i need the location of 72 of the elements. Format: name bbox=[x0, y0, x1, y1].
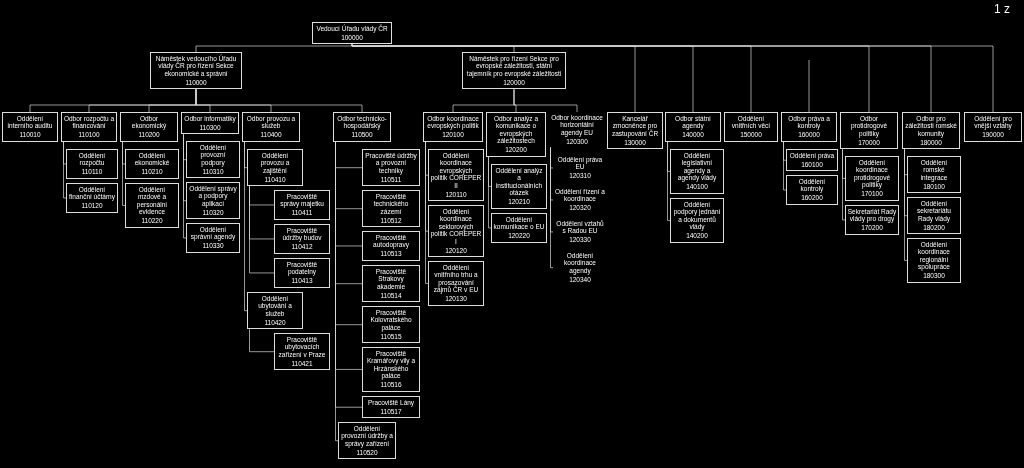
org-unit-box bbox=[120, 112, 178, 142]
connector-line bbox=[904, 149, 908, 261]
org-unit-box bbox=[907, 197, 961, 235]
org-unit-box bbox=[964, 112, 1022, 142]
connector-line bbox=[808, 59, 810, 113]
org-unit-box bbox=[428, 261, 484, 306]
org-unit-box bbox=[907, 156, 961, 194]
connector-line bbox=[513, 89, 578, 113]
org-unit-box bbox=[274, 333, 330, 371]
org-unit-box bbox=[907, 238, 961, 283]
org-unit-box bbox=[150, 52, 242, 90]
org-unit-box bbox=[186, 141, 240, 179]
org-unit-box bbox=[428, 205, 484, 258]
org-unit-box bbox=[2, 112, 58, 142]
connector-line bbox=[249, 329, 275, 353]
org-unit-box bbox=[491, 164, 547, 209]
connector-line bbox=[195, 89, 363, 113]
connector-line bbox=[667, 141, 671, 221]
org-unit-box bbox=[486, 112, 546, 157]
page-number: 1 z bbox=[994, 2, 1010, 16]
org-unit-box bbox=[66, 149, 118, 179]
connector-line bbox=[783, 141, 787, 191]
org-unit-box bbox=[362, 265, 420, 303]
org-unit-box bbox=[665, 112, 721, 142]
org-unit-box bbox=[312, 22, 392, 45]
org-unit-box bbox=[362, 396, 420, 419]
org-unit-box bbox=[362, 149, 420, 187]
org-unit-box bbox=[670, 198, 724, 243]
org-unit-box bbox=[242, 112, 300, 142]
org-unit-box bbox=[186, 223, 240, 253]
org-unit-box bbox=[491, 213, 547, 243]
org-unit-box bbox=[902, 112, 960, 150]
org-unit-box bbox=[781, 112, 837, 142]
org-unit-box bbox=[61, 112, 117, 142]
org-unit-box bbox=[786, 149, 838, 172]
org-unit-box bbox=[274, 258, 330, 288]
org-unit-box bbox=[274, 190, 330, 220]
org-unit-box bbox=[274, 224, 330, 254]
connector-line bbox=[550, 147, 554, 269]
org-unit-box bbox=[845, 205, 899, 235]
org-unit-box bbox=[247, 149, 303, 187]
connector-line bbox=[842, 149, 846, 221]
org-unit-box bbox=[840, 112, 898, 150]
connector-line bbox=[249, 186, 275, 274]
org-unit-box bbox=[362, 231, 420, 261]
org-unit-box bbox=[338, 422, 396, 460]
org-unit-box bbox=[186, 182, 240, 220]
org-unit-box bbox=[428, 149, 484, 202]
org-unit-box bbox=[333, 112, 391, 142]
org-unit-box bbox=[423, 112, 483, 142]
connector-line bbox=[335, 141, 339, 442]
connector-line bbox=[195, 44, 353, 53]
org-unit-box bbox=[66, 183, 118, 213]
org-unit-box bbox=[845, 156, 899, 201]
connector-line bbox=[244, 141, 248, 312]
org-unit-box bbox=[362, 190, 420, 228]
org-unit-box bbox=[181, 112, 239, 135]
org-unit-box bbox=[247, 292, 303, 330]
org-unit-box bbox=[362, 347, 420, 392]
connector-line bbox=[183, 134, 187, 239]
connector-line bbox=[63, 141, 67, 199]
org-unit-box bbox=[125, 183, 179, 228]
org-unit-box bbox=[462, 52, 566, 90]
org-unit-box bbox=[125, 149, 179, 179]
connector-line bbox=[488, 156, 492, 229]
org-unit-box bbox=[786, 175, 838, 205]
connector-line bbox=[122, 141, 126, 206]
org-unit-box bbox=[724, 112, 778, 142]
org-unit-box bbox=[607, 112, 663, 150]
org-unit-box bbox=[362, 306, 420, 344]
org-unit-box bbox=[670, 149, 724, 194]
connector-line bbox=[425, 141, 429, 284]
